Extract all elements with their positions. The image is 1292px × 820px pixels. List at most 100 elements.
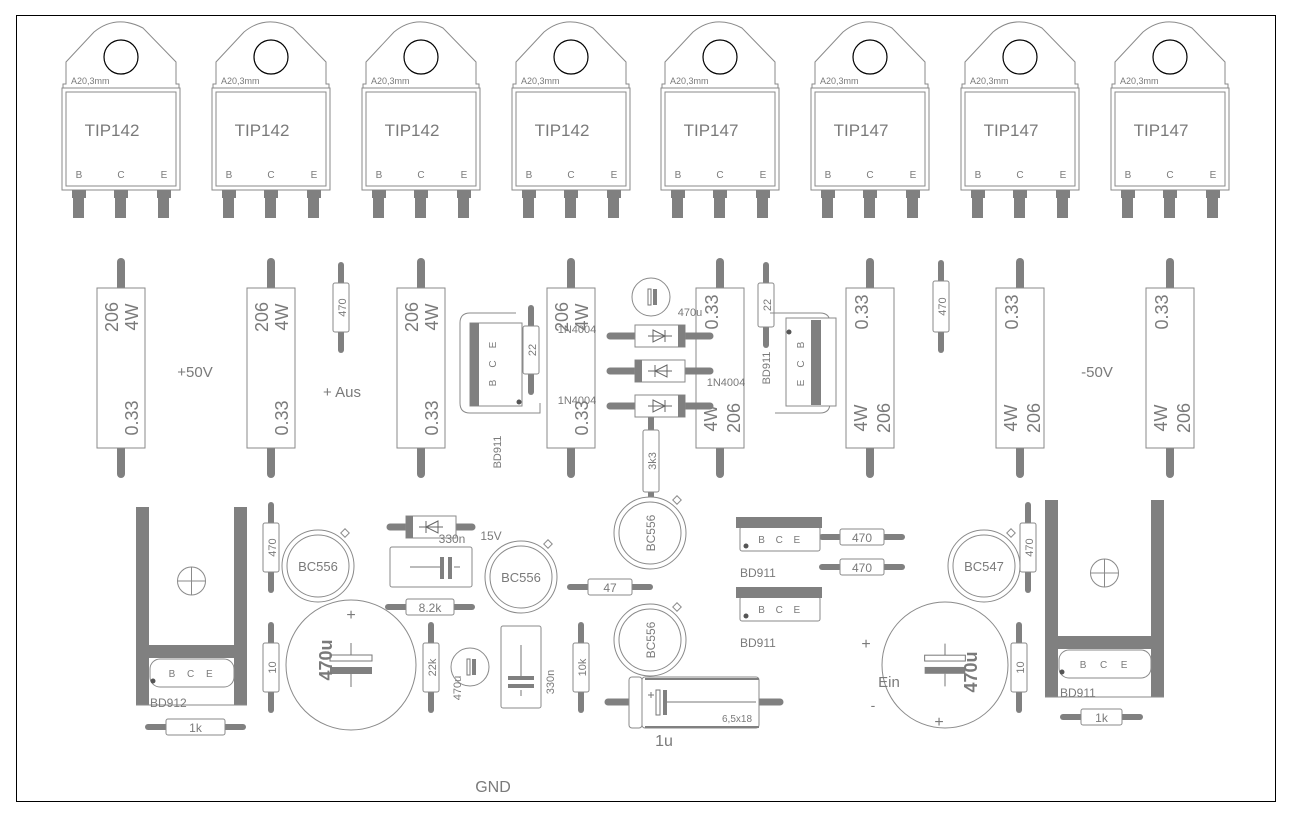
label: 1N4004: [558, 395, 597, 407]
orientation-tab: [543, 539, 553, 549]
small-transistor: BC556: [613, 602, 687, 677]
neg-supply-label: -50V: [1081, 364, 1113, 381]
electrolytic-capacitor: 470u: [631, 277, 702, 319]
part-label: BD911: [1060, 686, 1096, 700]
resistor: 470: [262, 502, 280, 593]
resistor-body: [332, 282, 350, 333]
mount-label: A20,3mm: [970, 76, 1009, 86]
label: 1N4004: [707, 377, 746, 389]
pin-leg: [265, 190, 276, 218]
resistor-body: [932, 280, 950, 333]
pin-label: B: [825, 170, 832, 181]
resistor-body: [546, 287, 596, 449]
part-label: BC556: [501, 570, 541, 585]
mount-label: A20,3mm: [71, 76, 110, 86]
package-body: [211, 87, 331, 191]
to92-outline: [613, 603, 687, 677]
part-label: TIP142: [385, 121, 440, 140]
code-label: 206: [102, 302, 122, 332]
value-label: 0.33: [422, 400, 442, 435]
output-label: + Aus: [323, 384, 361, 401]
part-label: BD911: [740, 636, 776, 650]
part-label: BD911: [761, 352, 773, 385]
crosshair: [177, 567, 206, 595]
diode-symbol-icon: [648, 364, 672, 378]
pin-label: B: [488, 379, 499, 386]
pin-label: B: [975, 170, 982, 181]
mounting-hole-icon: [852, 39, 888, 75]
resistor-value: 22: [527, 344, 539, 356]
capacitance-label: 470u: [678, 307, 702, 319]
diode: [606, 359, 714, 383]
pin-label: B: [796, 341, 807, 348]
cathode-band: [678, 325, 685, 347]
to92-outline: [484, 540, 558, 614]
value-label: 0.33: [1152, 294, 1172, 329]
orientation-tab: [1006, 528, 1016, 538]
heatsink-clip: [459, 312, 541, 414]
part-label: TIP147: [834, 121, 889, 140]
part-label: BC547: [964, 559, 1004, 574]
resistor-body: [262, 522, 280, 573]
resistor-value: 47: [603, 581, 617, 595]
resistor: 470: [1019, 502, 1037, 593]
mounting-hole-icon: [403, 39, 439, 75]
part-label: TIP147: [984, 121, 1039, 140]
pin-label: B: [1125, 170, 1132, 181]
size-label: 6,5x18: [722, 714, 752, 725]
pin-label: B: [376, 170, 383, 181]
resistor: 1k: [1060, 708, 1143, 726]
part-label: BC556: [298, 559, 338, 574]
mounting-tab: [512, 21, 630, 88]
label: 1N4004: [558, 324, 597, 336]
pin-leg: [714, 190, 725, 218]
pin-leg: [158, 190, 169, 218]
pin-leg: [864, 190, 875, 218]
resistor: 1k: [145, 718, 246, 736]
resistor-value: 10: [267, 661, 279, 673]
resistor-value: 470: [852, 531, 872, 545]
mounting-hole-icon: [103, 39, 139, 75]
resistor-body: [522, 325, 540, 375]
mount-label: A20,3mm: [521, 76, 560, 86]
resistor-value: 470: [267, 538, 279, 556]
electrolytic-capacitor: ++470u: [861, 601, 1009, 731]
small-transistor: BC547: [947, 528, 1021, 603]
part-label: BD911: [740, 566, 776, 580]
resistor-body: [845, 287, 895, 449]
part-label: TIP147: [684, 121, 739, 140]
resistor-body: [422, 642, 440, 693]
cathode-band: [635, 360, 642, 382]
resistor-body: [405, 598, 455, 616]
board-outline: [16, 15, 1276, 802]
capacitance-label: 470u: [452, 676, 464, 700]
power-label: 4W: [701, 404, 721, 431]
pin-label: E: [611, 170, 618, 181]
resistor-body: [839, 558, 885, 576]
resistor-body: [396, 287, 446, 449]
part-label: TIP142: [235, 121, 290, 140]
capacitance-label: 1u: [655, 733, 673, 750]
part-label: TIP142: [85, 121, 140, 140]
resistor-body: [262, 642, 280, 693]
film-capacitor: 330n: [500, 625, 557, 709]
resistor: 22: [757, 262, 775, 348]
pin-label: C: [417, 170, 424, 181]
mount-label: A20,3mm: [820, 76, 859, 86]
pin-leg: [1164, 190, 1175, 218]
pin-label: C: [1166, 170, 1173, 181]
pin-leg: [822, 190, 833, 218]
pin-label: E: [760, 170, 767, 181]
pin-label: E: [488, 341, 499, 348]
mounting-hole-icon: [253, 39, 289, 75]
mounting-hole-icon: [1152, 39, 1188, 75]
pin-leg: [757, 190, 768, 218]
resistor: 10: [1010, 622, 1028, 713]
pin-leg: [907, 190, 918, 218]
mounting-tab: [661, 21, 779, 88]
